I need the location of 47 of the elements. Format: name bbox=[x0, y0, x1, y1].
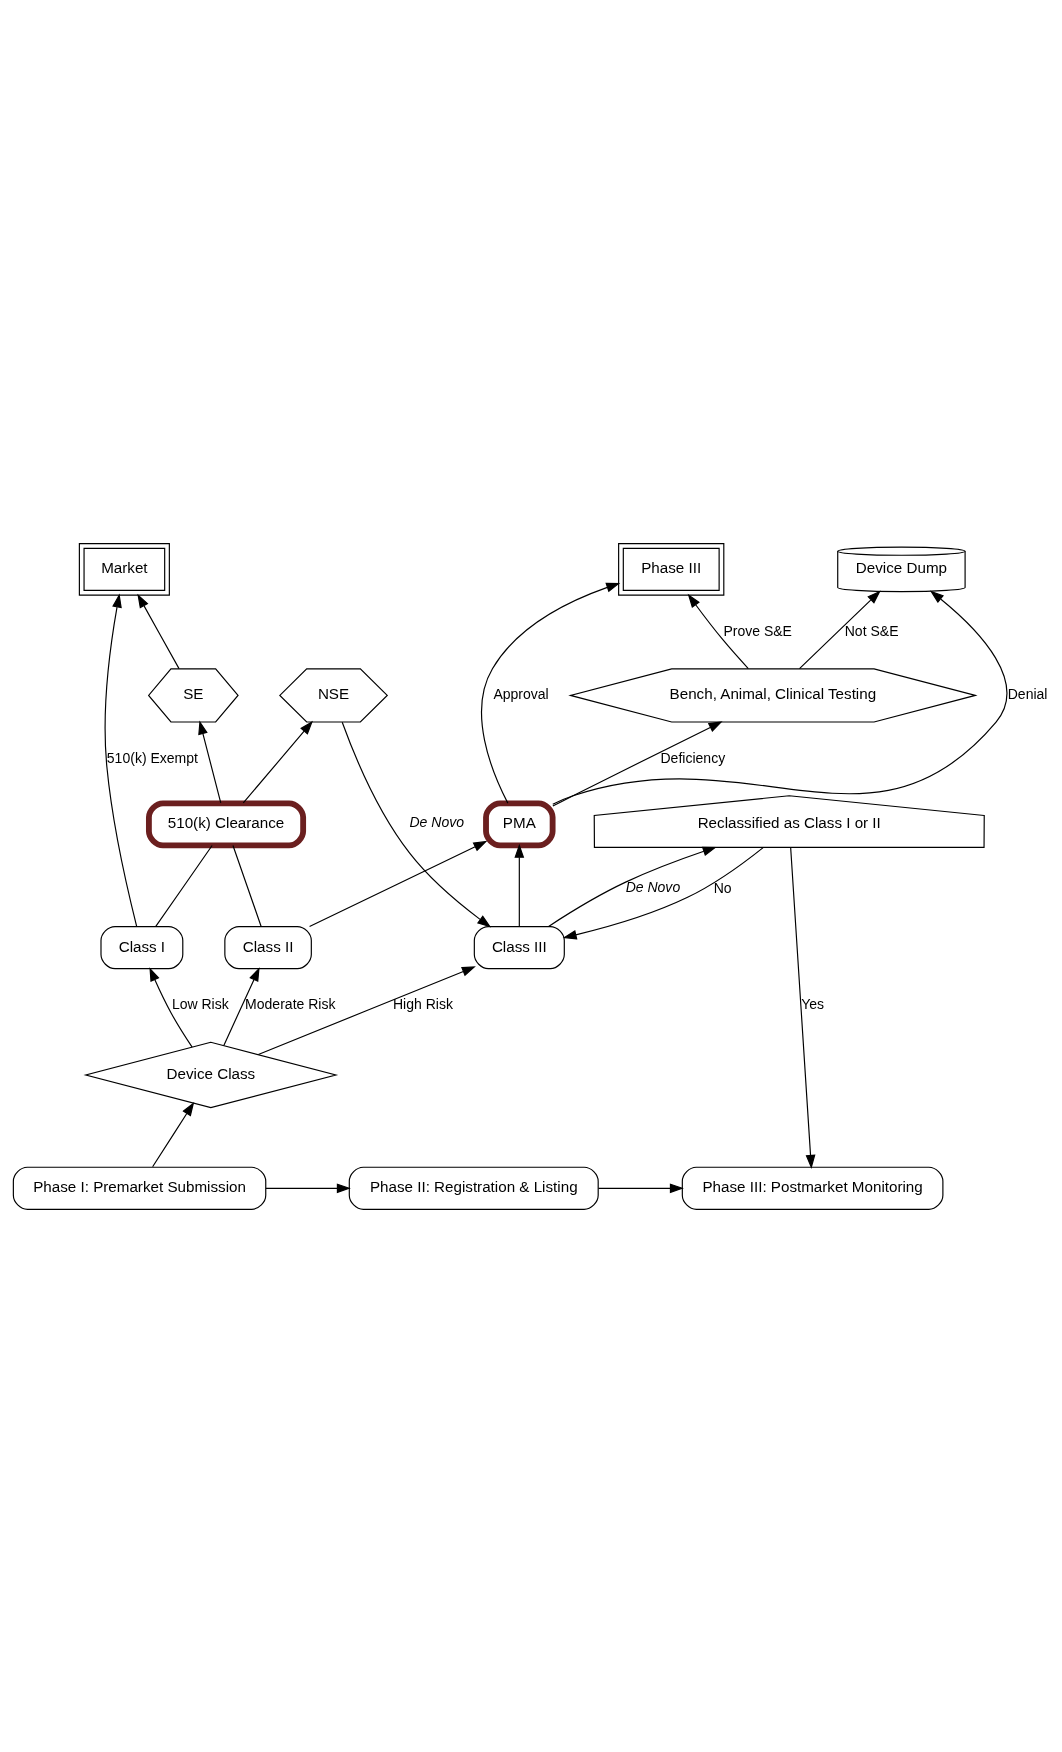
arrow bbox=[798, 589, 881, 669]
edge-label: Yes bbox=[801, 995, 825, 1012]
edge-label: Low Risk bbox=[171, 995, 229, 1012]
arrow bbox=[552, 720, 723, 807]
edge-label: Approval bbox=[493, 685, 549, 702]
node-box: Class II bbox=[224, 925, 312, 969]
node-box: Class I bbox=[100, 925, 184, 969]
connector bbox=[155, 844, 213, 927]
edge-label: Moderate Risk bbox=[245, 995, 336, 1012]
arrow bbox=[198, 719, 222, 803]
arrow bbox=[223, 966, 260, 1046]
edge-label: Denial bbox=[1007, 685, 1048, 702]
arrow bbox=[104, 593, 138, 927]
arrow bbox=[562, 846, 764, 940]
node-box: Phase II: Registration & Listing bbox=[348, 1166, 599, 1210]
edge-label: Prove S&E bbox=[723, 622, 792, 639]
arrow bbox=[341, 721, 492, 928]
node-box: PMA bbox=[483, 799, 556, 848]
node-diamond: Device Class bbox=[83, 1041, 339, 1108]
arrow bbox=[242, 720, 313, 803]
arrow bbox=[597, 1182, 684, 1193]
node-box: Phase I: Premarket Submission bbox=[12, 1166, 267, 1210]
node-box: 510(k) Clearance bbox=[146, 799, 307, 848]
arrow bbox=[552, 590, 1008, 805]
node-box: Phase III bbox=[618, 542, 725, 596]
node-box: Class III bbox=[473, 925, 565, 969]
edge-label: De Novo bbox=[409, 813, 465, 830]
arrow bbox=[137, 593, 180, 669]
arrow bbox=[265, 1182, 351, 1193]
arrow bbox=[548, 846, 717, 927]
edge-label: 510(k) Exempt bbox=[106, 749, 198, 766]
edge-label: Deficiency bbox=[660, 749, 726, 766]
arrow bbox=[257, 965, 476, 1055]
arrow bbox=[790, 846, 816, 1169]
arrow bbox=[152, 1101, 195, 1167]
arrow bbox=[481, 582, 621, 804]
node-box: Market bbox=[78, 542, 170, 596]
edge-label: Not S&E bbox=[844, 622, 899, 639]
arrow bbox=[149, 966, 193, 1048]
arrow bbox=[687, 593, 749, 669]
arrow bbox=[309, 840, 488, 927]
connector bbox=[232, 844, 262, 927]
edge-label: High Risk bbox=[392, 995, 453, 1012]
node-box: Phase III: Postmarket Monitoring bbox=[681, 1166, 944, 1210]
edge-label: De Novo bbox=[625, 878, 681, 895]
arrow bbox=[514, 843, 525, 927]
edge-label: No bbox=[713, 879, 732, 896]
